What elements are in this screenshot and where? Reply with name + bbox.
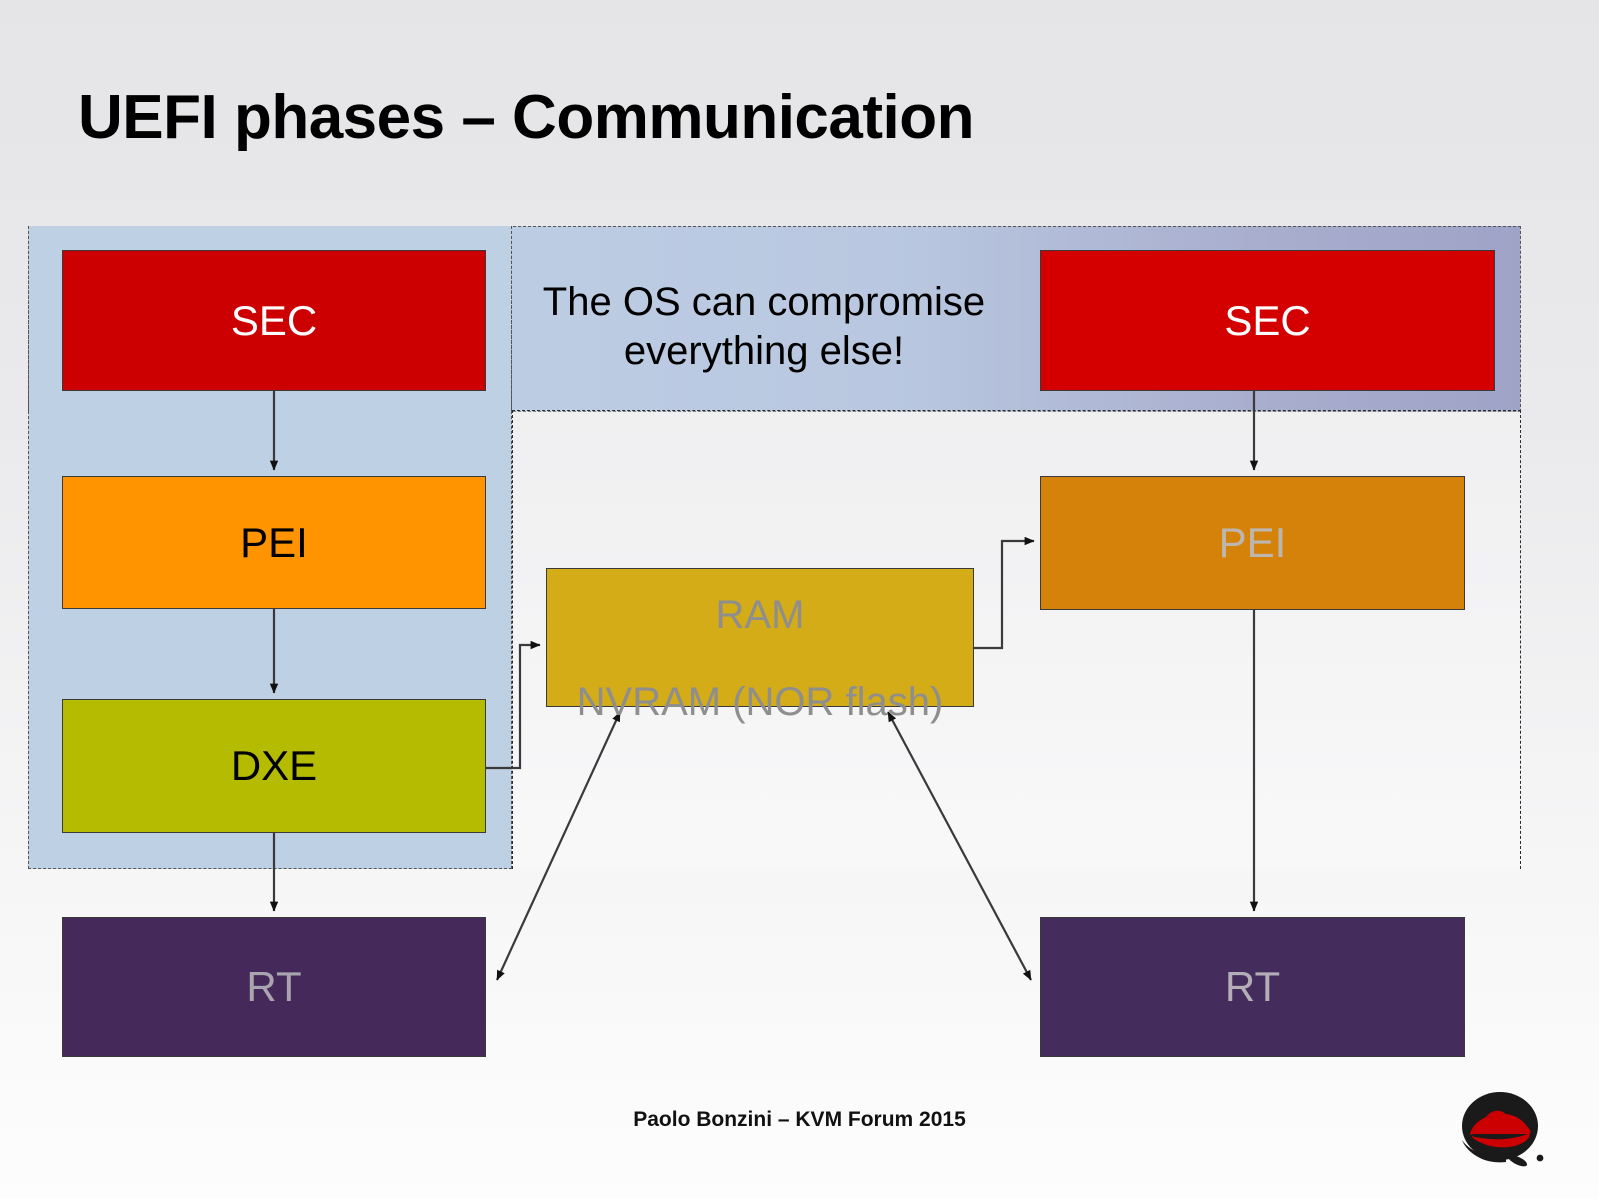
box-sec-left[interactable]: SEC [62, 250, 486, 391]
box-rt-left[interactable]: RT [62, 917, 486, 1057]
box-ram-nvram[interactable]: RAM NVRAM (NOR flash) [546, 568, 974, 723]
red-hat-shadowman-logo [1462, 1092, 1544, 1167]
left-boot-chain-region-top-edge [28, 226, 512, 412]
box-dxe-left[interactable]: DXE [62, 699, 486, 833]
page-title: UEFI phases – Communication [78, 83, 975, 152]
ram-label-line1: RAM [715, 593, 805, 638]
annotation-line1: The OS can compromise [542, 280, 986, 324]
box-pei-right[interactable]: PEI [1040, 476, 1465, 610]
footer-credit: Paolo Bonzini – KVM Forum 2015 [633, 1108, 966, 1131]
box-sec-right[interactable]: SEC [1040, 250, 1495, 391]
annotation-os-compromise: The OS can compromise everything else! [508, 278, 1020, 376]
box-pei-left[interactable]: PEI [62, 476, 486, 609]
ram-label-line2: NVRAM (NOR flash) [576, 679, 944, 724]
box-rt-right[interactable]: RT [1040, 917, 1465, 1057]
annotation-line2: everything else! [623, 328, 905, 373]
